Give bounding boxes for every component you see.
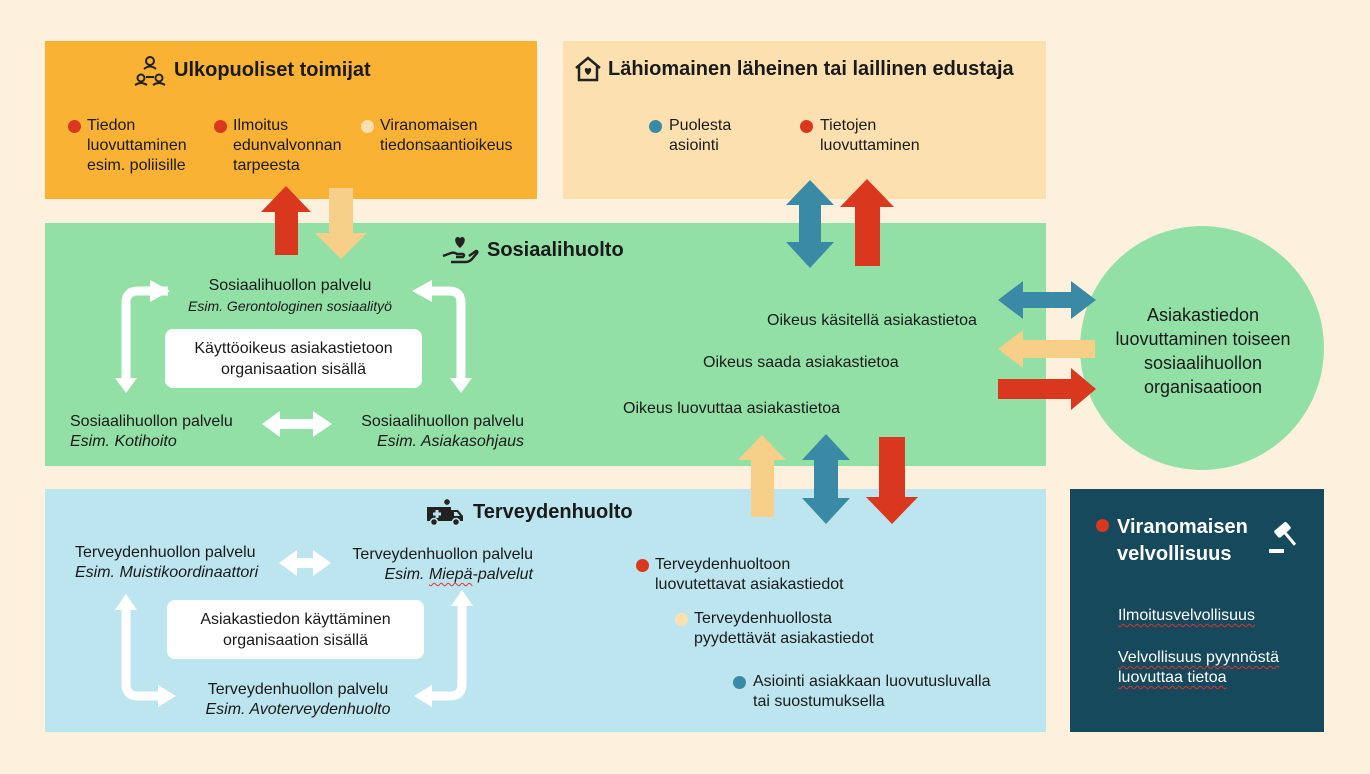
arrow-up-red: [261, 186, 311, 255]
bullet-red: [1096, 519, 1109, 532]
right-luovuttaa: Oikeus luovuttaa asiakastietoa: [623, 400, 841, 417]
terv-service-top-left: Terveydenhuollon palvelu Esim. Muistikoo…: [75, 544, 259, 581]
sosiaalihuolto-title: Sosiaalihuolto: [441, 234, 624, 266]
terv-service-bottom: Terveydenhuollon palvelu Esim. Avotervey…: [205, 681, 391, 718]
viranomainen-title: Viranomaisen velvollisuus: [1117, 516, 1248, 565]
transfer-circle: [1080, 226, 1324, 470]
bullet-lightorange: [675, 613, 688, 626]
arrow-up-orange: [738, 435, 786, 517]
terv-center-box: Asiakastiedon käyttäminen organisaation …: [167, 600, 424, 659]
white-arrow-top-left: [121, 286, 168, 380]
ambulance-icon: [427, 499, 463, 527]
arrow-up-red-2: [840, 179, 894, 266]
right-kasitella: Oikeus käsitellä asiakastietoa: [767, 312, 977, 329]
gavel-icon: [1269, 522, 1297, 553]
white-arrow-bottom-right: [430, 604, 467, 701]
ulkopuoliset-title-text: Ulkopuoliset toimijat: [174, 58, 371, 81]
bullet-red: [800, 120, 813, 133]
lahiomainen-item-1: Puolesta asiointi: [669, 117, 732, 154]
bullet-teal: [733, 676, 746, 689]
viranomainen-item-1: Ilmoitusvelvollisuus: [1118, 607, 1255, 624]
sosiaalihuolto-title-text: Sosiaalihuolto: [487, 238, 624, 261]
terv-item-1: Terveydenhuoltoon luovutettavat asiakast…: [655, 556, 844, 593]
terv-item-3: Asiointi asiakkaan luovutusluvalla tai s…: [753, 673, 991, 710]
white-arrow-top-right: [420, 286, 466, 380]
arrow-right-red: [998, 368, 1096, 410]
bullet-teal: [649, 120, 662, 133]
ulkopuoliset-panel: [45, 41, 537, 199]
terv-item-2: Terveydenhuollosta pyydettävät asiakasti…: [694, 610, 874, 647]
sos-service-right: Sosiaalihuollon palvelu Esim. Asiakasohj…: [361, 413, 524, 450]
arrow-double-teal-2: [802, 434, 850, 524]
arrow-down-red: [866, 437, 918, 524]
hand-heart-icon: [442, 237, 479, 264]
terv-service-top-right: Terveydenhuollon palvelu Esim. Miepä-pal…: [352, 546, 533, 583]
white-arrow-bottom-left: [121, 608, 160, 701]
bullet-lightorange: [361, 120, 374, 133]
right-saada: Oikeus saada asiakastietoa: [703, 354, 899, 371]
terveydenhuolto-title: Terveydenhuolto: [425, 497, 633, 527]
sos-service-top: Sosiaalihuollon palvelu Esim. Gerontolog…: [188, 277, 392, 314]
sos-service-left: Sosiaalihuollon palvelu Esim. Kotihoito: [70, 413, 233, 450]
lahiomainen-title: Lähiomainen läheinen tai laillinen edust…: [574, 55, 1014, 83]
white-arrow-horizontal-terv: [279, 550, 331, 576]
bullet-red: [68, 120, 81, 133]
white-arrow-horizontal-sos: [262, 411, 332, 437]
ulkopuoliset-title: Ulkopuoliset toimijat: [134, 54, 371, 86]
viranomainen-item-2: Velvollisuus pyynnöstä luovuttaa tietoa: [1118, 649, 1279, 686]
home-heart-icon: [575, 56, 601, 82]
circle-text: Asiakastiedon luovuttaminen toiseen sosi…: [1115, 305, 1291, 397]
arrow-double-teal-circle: [998, 281, 1096, 319]
terveydenhuolto-title-text: Terveydenhuolto: [473, 500, 633, 523]
bullet-red: [214, 120, 227, 133]
bullet-red: [636, 559, 649, 572]
lahiomainen-title-text: Lähiomainen läheinen tai laillinen edust…: [608, 57, 1014, 80]
arrow-left-orange: [998, 330, 1095, 368]
arrow-double-teal: [786, 180, 834, 268]
ulkopuoliset-item-3: Viranomaisen tiedonsaantioikeus: [380, 117, 513, 154]
ulkopuoliset-item-1: Tiedon luovuttaminen esim. poliisille: [87, 117, 187, 174]
sos-center-box: Käyttöoikeus asiakastietoon organisaatio…: [165, 329, 422, 388]
arrow-down-orange: [315, 188, 367, 259]
ulkopuoliset-item-2: Ilmoitus edunvalvonnan tarpeesta: [233, 117, 342, 174]
people-network-icon: [134, 56, 166, 86]
lahiomainen-item-2: Tietojen luovuttaminen: [820, 117, 920, 154]
